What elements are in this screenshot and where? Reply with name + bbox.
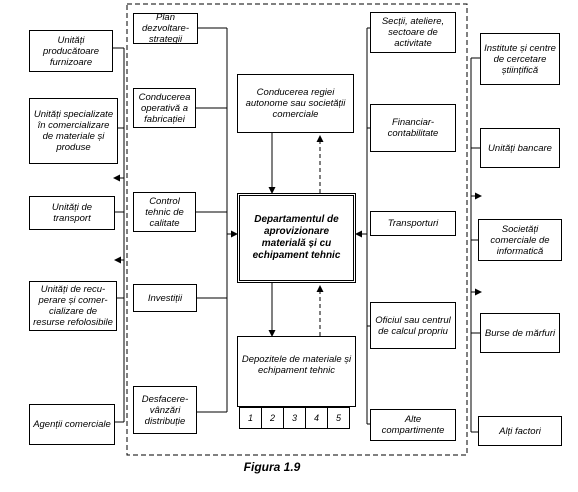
node-recycling-units: Unități de recu-perare și comer-cializar… [29, 281, 117, 331]
figure-caption: Figura 1.9 [243, 460, 301, 474]
node-sections-workshops: Secții, ateliere, sectoare de activitate [370, 12, 456, 53]
node-commodity-exchanges: Burse de mărfuri [480, 313, 560, 353]
node-operational-management: Conducerea operativă a fabricației [133, 88, 196, 128]
warehouse-cell: 2 [261, 407, 284, 429]
warehouse-cell: 4 [305, 407, 328, 429]
node-other-departments: Alte compartimente [370, 409, 456, 441]
node-quality-control: Control tehnic de calitate [133, 192, 196, 232]
warehouse-cell: 1 [239, 407, 262, 429]
node-warehouses: Depozitele de materiale și echipament te… [237, 336, 356, 407]
warehouse-cell: 5 [327, 407, 350, 429]
node-it-companies: Societăți comerciale de informatică [478, 219, 562, 261]
node-computing-center: Oficiul sau centrul de calcul propriu [370, 302, 456, 349]
node-banking-units: Unități bancare [480, 128, 560, 168]
node-other-factors: Alți factori [478, 416, 562, 446]
warehouse-cell: 3 [283, 407, 306, 429]
node-transport-dept: Transporturi [370, 211, 456, 236]
enterprise-boundary [126, 3, 468, 456]
node-commercial-agencies: Agenții comerciale [29, 404, 115, 445]
node-development-plan: Plan dezvoltare-strategii [133, 12, 198, 45]
node-investments: Investiții [133, 284, 197, 312]
node-transport-units: Unități de transport [29, 196, 115, 230]
node-sales-distribution: Desfacere-vânzări distribuție [133, 386, 197, 434]
node-procurement-department: Departamentul de aprovizionare materială… [237, 193, 356, 283]
node-research-institutes: Institute și centre de cercetare științi… [480, 33, 560, 85]
node-finance-accounting: Financiar-contabilitate [370, 104, 456, 152]
node-company-management: Conducerea regiei autonome sau societăți… [237, 74, 354, 133]
node-producer-suppliers: Unități producătoare furnizoare [29, 30, 113, 72]
node-specialized-trade-units: Unități specializate în comercializare d… [29, 98, 118, 164]
